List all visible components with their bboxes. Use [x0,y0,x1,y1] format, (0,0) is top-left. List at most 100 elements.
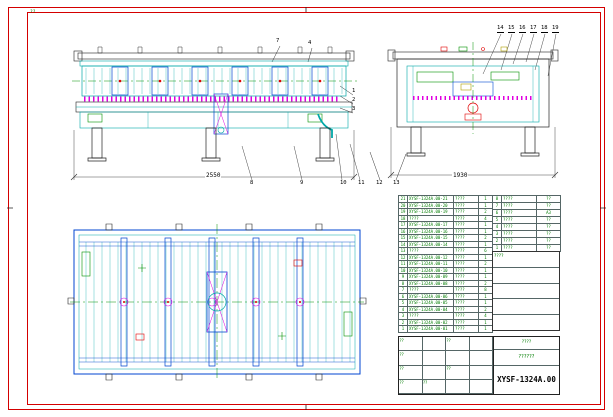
bom-side-cell-name: ???? [501,195,537,203]
callout-15: 15 [508,25,515,33]
callout-14: 14 [497,25,504,33]
callout-7: 7 [276,38,280,44]
bom-side-row: 6 ???? A3 [492,209,561,217]
title-block-cell [422,365,446,380]
bom-cell-code: XYSF-1324A.00-15 [407,234,454,242]
bom-side-cell-no: 4 [492,223,502,231]
bom-cell-name: ???? [453,325,479,333]
title-block-cell [469,351,493,366]
front-view-drawing [70,45,361,181]
bom-cell-code: XYSF-1324A.00-08 [407,279,454,287]
bom-side-row: 4 ???? ?? [492,223,561,231]
title-block-cell [469,337,493,352]
bom-cell-code: XYSF-1324A.00-21 [407,195,454,203]
title-block-cell [469,379,493,394]
title-block-cell [469,365,493,380]
callout-16: 16 [519,25,526,33]
callout-11: 11 [358,180,365,186]
bom-cell-code: XYSF-1324A.00-04 [407,305,454,313]
drawing-number: XYSF-1324A.00 [497,375,556,384]
note-cell [493,284,559,300]
callout-3: 3 [352,106,356,112]
bom-side-cell-val: A3 [536,209,561,217]
bom-row: 19 XYSF-1324A.00-19 ???? 2 [398,208,493,216]
note-cell [493,268,559,284]
bom-side-row: 5 ???? ?? [492,216,561,224]
bom-cell-code: XYSF-1324A.00-20 [407,201,454,209]
bom-cell-code: XYSF-1324A.00-05 [407,299,454,307]
callout-4: 4 [308,40,312,46]
corner-mark: ?? [30,10,36,15]
bom-side-cell-name: ???? [501,209,537,217]
title-block-cell [446,351,470,366]
callout-2: 2 [352,97,356,103]
bom-side-row: 8 ???? ?? [492,195,561,203]
bom-cell-code: XYSF-1324A.00-06 [407,292,454,300]
title-block-right: ???? ?????? XYSF-1324A.00 [494,337,559,394]
bom-cell-code: XYSF-1324A.00-10 [407,266,454,274]
callout-17: 17 [530,25,537,33]
note-cell [493,315,559,330]
bom-side-cell-no: 6 [492,209,502,217]
title-block-cell: ?? [422,379,446,394]
note-cell: ???? [493,252,559,268]
bom-cell-code: XYSF-1324A.00-02 [407,318,454,326]
callout-9: 9 [300,180,304,186]
bom-side-cell-no: 2 [492,237,502,245]
bom-table-main: 21 XYSF-1324A.00-21 ???? 1 20 XYSF-1324A… [398,195,493,333]
plan-view-drawing [67,223,367,381]
bom-side-row: 3 ???? ?? [492,230,561,238]
callout-12: 12 [376,180,383,186]
callout-13: 13 [393,180,400,186]
bom-cell-code: XYSF-1324A.00-19 [407,208,454,216]
bom-side-cell-val: ?? [536,223,561,231]
bom-cell-code: XYSF-1324A.00-11 [407,260,454,268]
bom-cell-code: XYSF-1324A.00-12 [407,253,454,261]
bom-cell-qty: 1 [478,325,493,333]
title-block-cell: ?? [446,337,470,352]
bom-side-cell-val: ?? [536,230,561,238]
bom-side-cell-name: ???? [501,237,537,245]
bom-side-cell-no: 7 [492,202,502,210]
title-block-cell: ?? [399,365,423,380]
title-block-cell [422,337,446,352]
bom-cell-no: 1 [398,325,408,333]
bom-side-cell-no: 8 [492,195,502,203]
bom-side-cell-name: ???? [501,223,537,231]
bom-cell-code: XYSF-1324A.00-09 [407,273,454,281]
callout-8: 8 [250,180,254,186]
bom-notes: ???? [492,251,560,331]
title-block-cell: ?? [446,365,470,380]
bom-side-cell-no: 5 [492,216,502,224]
bom-row: 1 XYSF-1324A.00-01 ???? 1 [398,325,493,333]
bom-side-cell-name: ???? [501,230,537,238]
side-view-drawing [387,33,559,179]
bom-side-cell-no: 3 [492,230,502,238]
title-block-cell: ?? [399,337,423,352]
bom-side-row: 2 ???? ?? [492,237,561,245]
bom-side-row: 7 ???? ?? [492,202,561,210]
note-cell [493,299,559,316]
bom-side-cell-val: ?? [536,237,561,245]
bom-table-side: 8 ???? ?? 7 ???? ?? 6 ???? A3 5 ???? ?? … [492,195,561,252]
bom-side-cell-val: ?? [536,195,561,203]
callout-19: 19 [552,25,559,33]
bom-cell-code: XYSF-1324A.00-17 [407,221,454,229]
bom-cell-code: XYSF-1324A.00-16 [407,227,454,235]
callout-10: 10 [340,180,347,186]
dimension-front-length: 2550 [205,172,222,179]
bom-side-cell-val: ?? [536,216,561,224]
bom-cell-code: XYSF-1324A.00-01 [407,325,454,333]
title-block-cell: ?? [399,379,423,394]
title-block-grid: ?????????????? [399,337,494,394]
bom-cell-code: XYSF-1324A.00-14 [407,240,454,248]
title-block-cell: ?? [399,351,423,366]
callout-18: 18 [541,25,548,33]
bom-row: 14 XYSF-1324A.00-14 ???? 1 [398,240,493,248]
title-block-company: ???? [494,337,559,350]
bom-side-cell-name: ???? [501,216,537,224]
bom-side-cell-name: ???? [501,202,537,210]
callout-1: 1 [352,88,356,94]
bom-row: 17 XYSF-1324A.00-17 ???? 1 [398,221,493,229]
